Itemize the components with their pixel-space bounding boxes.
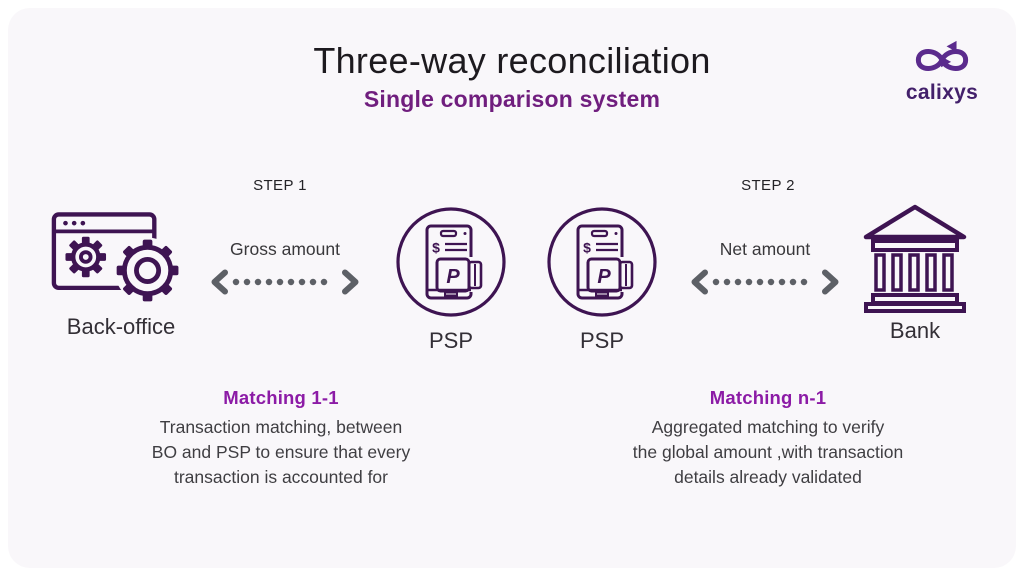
step-1-label: STEP 1 — [253, 177, 307, 194]
infographic-card — [8, 8, 1016, 568]
matching-1-line-1: Transaction matching, between — [159, 417, 403, 437]
bank-node: Bank — [861, 204, 969, 344]
dotted-arrow-icon — [689, 269, 841, 295]
page-subtitle: Single comparison system — [363, 86, 661, 112]
brand-name: calixys — [905, 81, 979, 104]
matching-1-line-2: BO and PSP to ensure that every — [151, 442, 411, 462]
page-title: Three-way reconciliation — [313, 40, 711, 81]
bank-label: Bank — [889, 318, 941, 343]
matching-2-block: Matching n-1 Aggregated matching to veri… — [577, 387, 959, 490]
matching-2-line-3: details already validated — [674, 467, 862, 487]
brand-logo: calixys — [900, 40, 984, 105]
browser-gears-icon — [51, 212, 181, 304]
small-gear-icon — [65, 236, 107, 278]
step-2-label: STEP 2 — [741, 177, 795, 194]
backoffice-label: Back-office — [66, 314, 176, 339]
psp-2-label: PSP — [579, 328, 625, 353]
psp-2-node: PSP — [545, 206, 659, 354]
matching-1-block: Matching 1-1 Transaction matching, betwe… — [101, 387, 461, 490]
matching-1-title: Matching 1-1 — [223, 387, 339, 408]
large-gear-icon — [116, 239, 179, 302]
matching-1-line-3: transaction is accounted for — [173, 467, 388, 487]
psp-1-label: PSP — [428, 328, 474, 353]
net-amount-label: Net amount — [719, 239, 811, 259]
infinity-arrows-icon — [915, 40, 969, 72]
matching-2-line-2: the global amount ,with transaction — [632, 442, 904, 462]
matching-2-line-1: Aggregated matching to verify — [651, 417, 885, 437]
matching-2-title: Matching n-1 — [709, 387, 827, 408]
psp-1-node: PSP — [394, 206, 508, 354]
gross-amount-label: Gross amount — [230, 239, 340, 259]
bank-building-icon — [863, 204, 967, 313]
dotted-arrow-icon — [209, 269, 361, 295]
flow-1: Gross amount — [209, 239, 361, 295]
phone-payment-icon — [546, 206, 658, 318]
phone-payment-icon — [395, 206, 507, 318]
flow-2: Net amount — [689, 239, 841, 295]
backoffice-node: Back-office — [46, 206, 196, 340]
